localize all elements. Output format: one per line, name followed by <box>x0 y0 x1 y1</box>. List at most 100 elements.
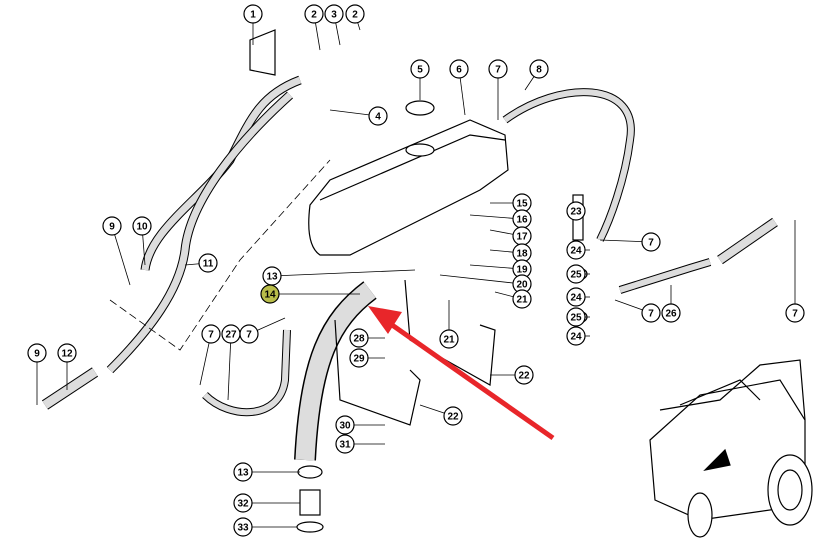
callout-7: 7 <box>201 324 221 344</box>
callout-24: 24 <box>566 287 586 307</box>
callout-circle <box>566 240 586 260</box>
callout-circle <box>345 4 365 24</box>
callout-7: 7 <box>641 303 661 323</box>
callout-number: 21 <box>443 335 455 346</box>
callout-number: 24 <box>570 246 582 257</box>
callout-22: 22 <box>443 406 463 426</box>
callout-circle <box>349 328 369 348</box>
callout-circle <box>243 4 263 24</box>
callout-circle <box>641 232 661 252</box>
callout-number: 15 <box>516 199 528 210</box>
callout-number: 13 <box>237 468 249 479</box>
callout-number: 31 <box>339 440 351 451</box>
callout-number: 23 <box>570 207 582 218</box>
bracket-22a <box>334 319 421 426</box>
callout-circle <box>641 303 661 323</box>
callout-circle <box>132 216 152 236</box>
callout-3: 3 <box>324 4 344 24</box>
callout-7: 7 <box>239 324 259 344</box>
callout-number: 10 <box>136 222 148 233</box>
callout-number: 30 <box>339 421 351 432</box>
callout-number: 22 <box>447 412 459 423</box>
callout-7: 7 <box>641 232 661 252</box>
callout-circle <box>566 201 586 221</box>
callout-number: 2 <box>311 10 317 21</box>
callout-26: 26 <box>661 303 681 323</box>
callout-circle <box>566 326 586 346</box>
callout-21: 21 <box>439 329 459 349</box>
callout-number: 24 <box>570 332 582 343</box>
callout-circle <box>239 324 259 344</box>
callout-25: 25 <box>566 264 586 284</box>
callout-number: 17 <box>516 232 528 243</box>
callout-circle <box>335 415 355 435</box>
tank-cap <box>405 143 435 157</box>
callout-number: 7 <box>648 238 654 249</box>
bracket-22b <box>404 279 496 386</box>
callout-circle <box>27 343 47 363</box>
callout-number: 26 <box>665 309 677 320</box>
fuel-tank <box>308 119 509 256</box>
callout-circle <box>233 462 253 482</box>
callout-number: 7 <box>648 309 654 320</box>
callout-13: 13 <box>262 266 282 286</box>
callout-circle <box>439 329 459 349</box>
callout-number: 16 <box>516 215 528 226</box>
callout-number: 7 <box>208 330 214 341</box>
callout-number: 9 <box>34 349 40 360</box>
callout-number: 13 <box>266 272 278 283</box>
harvester-illustration <box>649 359 813 538</box>
callout-circle <box>233 517 253 537</box>
callout-circle <box>449 59 469 79</box>
callout-number: 5 <box>417 65 423 76</box>
callout-32: 32 <box>233 493 253 513</box>
callout-number: 7 <box>495 65 501 76</box>
leader-line <box>227 333 232 401</box>
callout-12: 12 <box>57 343 77 363</box>
callout-circle <box>198 253 218 273</box>
callout-number: 6 <box>456 65 462 76</box>
callout-13: 13 <box>233 462 253 482</box>
callout-number: 18 <box>516 249 528 260</box>
parts-artwork <box>41 29 813 538</box>
callout-number: 19 <box>516 265 528 276</box>
callout-number: 8 <box>536 65 542 76</box>
callout-circle <box>410 59 430 79</box>
callout-9: 9 <box>27 343 47 363</box>
callout-number: 27 <box>225 330 237 341</box>
callout-circle <box>566 307 586 327</box>
callout-number: 25 <box>570 270 582 281</box>
callout-7: 7 <box>785 303 805 323</box>
callout-number: 7 <box>246 330 252 341</box>
callout-number: 4 <box>375 112 381 123</box>
callout-number: 1 <box>250 10 256 21</box>
callout-18: 18 <box>512 243 532 263</box>
callout-14: 14 <box>260 284 280 304</box>
callout-number: 22 <box>518 371 530 382</box>
callout-7: 7 <box>488 59 508 79</box>
callout-number: 32 <box>237 499 249 510</box>
callout-circle <box>566 287 586 307</box>
callout-circle <box>368 106 388 126</box>
callout-23: 23 <box>566 201 586 221</box>
callout-4: 4 <box>368 106 388 126</box>
callout-31: 31 <box>335 434 355 454</box>
callout-number: 7 <box>792 309 798 320</box>
red-arrow-pointer <box>368 306 555 441</box>
callout-circle <box>304 4 324 24</box>
callout-circle <box>512 289 532 309</box>
callout-1: 1 <box>243 4 263 24</box>
callout-8: 8 <box>529 59 549 79</box>
callout-circle <box>324 4 344 24</box>
callout-circle <box>57 343 77 363</box>
callout-24: 24 <box>566 240 586 260</box>
callout-number: 12 <box>61 349 73 360</box>
callout-21: 21 <box>512 289 532 309</box>
callout-29: 29 <box>349 348 369 368</box>
callout-10: 10 <box>132 216 152 236</box>
callout-27: 27 <box>221 324 241 344</box>
callout-19: 19 <box>512 259 532 279</box>
